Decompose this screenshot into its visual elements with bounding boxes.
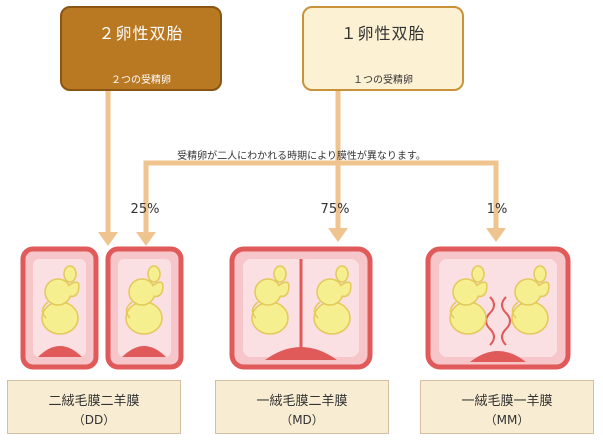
- dizygotic-title: ２卵性双胎: [98, 24, 184, 43]
- arrow-dz-head: [98, 232, 118, 246]
- percentage-md: 75%: [320, 202, 350, 217]
- label-dd: 二絨毛膜二羊膜 （DD）: [7, 380, 181, 434]
- percentage-dd: 25%: [130, 202, 160, 217]
- label-md-name: 一絨毛膜二羊膜: [256, 394, 348, 409]
- monozygotic-box: １卵性双胎 １つの受精卵: [302, 6, 464, 91]
- label-mm: 一絨毛膜一羊膜 （MM）: [420, 380, 594, 434]
- label-md: 一絨毛膜二羊膜 （MD）: [215, 380, 389, 434]
- dizygotic-subtitle: ２つの受精卵: [111, 75, 171, 86]
- arrow-md-head: [328, 228, 348, 242]
- label-mm-name: 一絨毛膜一羊膜: [461, 394, 553, 409]
- label-dd-code: （DD）: [72, 413, 116, 427]
- diagram-md: [229, 246, 373, 370]
- diagram-mm: [425, 246, 571, 370]
- diagram-dd: [20, 246, 184, 370]
- percentage-mm: 1%: [486, 202, 508, 217]
- arrow-dd-head: [136, 232, 156, 246]
- label-md-code: （MD）: [280, 413, 324, 427]
- monozygotic-subtitle: １つの受精卵: [353, 75, 413, 86]
- arrows: [98, 91, 506, 246]
- label-dd-name: 二絨毛膜二羊膜: [48, 394, 140, 409]
- monozygotic-title: １卵性双胎: [340, 24, 426, 43]
- membrane-note: 受精卵が二人にわかれる時期により膜性が異なります。: [177, 151, 426, 162]
- arrow-mm-head: [486, 228, 506, 242]
- label-mm-code: （MM）: [484, 413, 530, 427]
- dizygotic-box: ２卵性双胎 ２つの受精卵: [60, 6, 222, 91]
- arrow-branch: [143, 160, 499, 240]
